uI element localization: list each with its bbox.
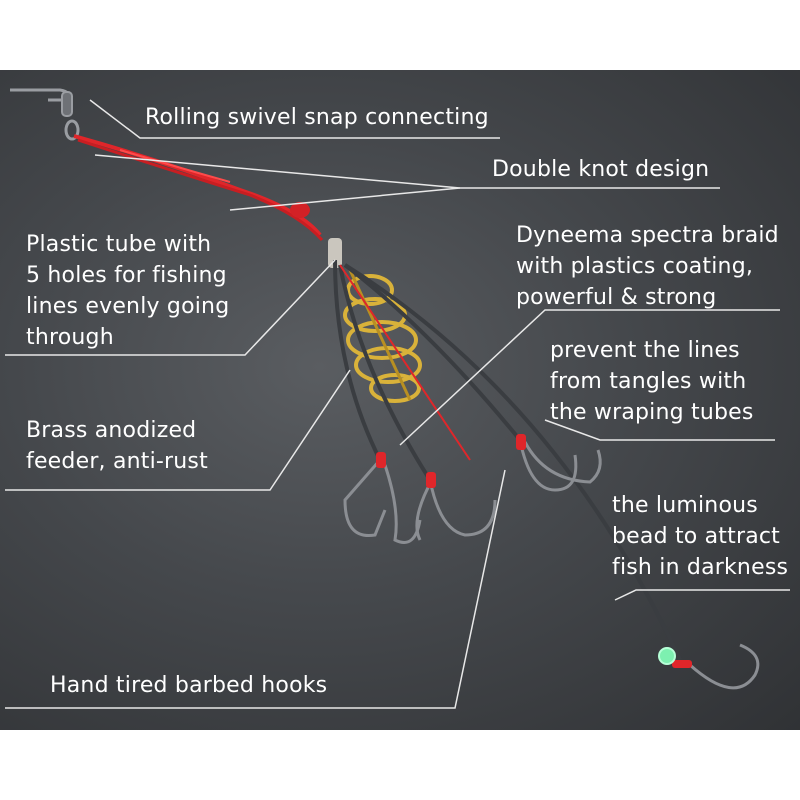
braid-line [73, 134, 324, 241]
red-leader [339, 264, 471, 461]
hook-leaders [333, 259, 682, 661]
braid-label: Dyneema spectra braid with plastics coat… [516, 223, 779, 310]
tube-label: Plastic tube with 5 holes for fishing li… [26, 232, 230, 350]
bead-label: the luminous bead to attract fish in dar… [612, 493, 789, 580]
hooks-label: Hand tired barbed hooks [50, 673, 328, 698]
photo-background: Rolling swivel snap connecting Double kn… [0, 70, 800, 730]
swivel-label: Rolling swivel snap connecting [145, 105, 489, 130]
plastic-tube [328, 238, 342, 268]
knot-label: Double knot design [492, 157, 710, 182]
feeder-label: Brass anodized feeder, anti-rust [26, 418, 208, 474]
luminous-bead [658, 647, 676, 665]
hook-icon [343, 439, 760, 690]
fishing-rig-illustration [5, 88, 790, 709]
thread-wraps [376, 434, 692, 668]
swivel-snap-icon [10, 88, 80, 141]
annotation-lines [5, 99, 790, 709]
double-knot [290, 202, 310, 218]
tangle-label: prevent the lines from tangles with the … [550, 338, 754, 425]
